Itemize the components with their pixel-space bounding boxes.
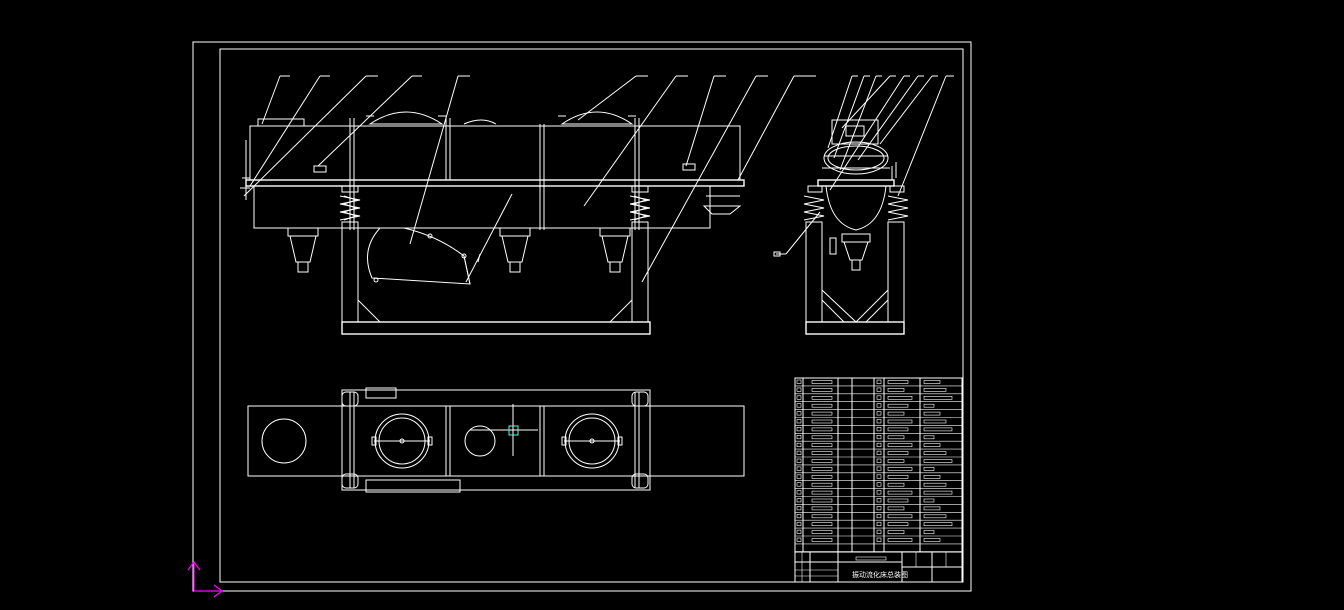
plan-outline [247,405,745,477]
spring-left [339,185,361,221]
leader-lines-front [243,75,816,283]
sheet-border [192,41,972,592]
spring-right [629,185,651,221]
parts-list-table [794,377,963,553]
drawing-title: 振动流化床总装图 [852,570,908,579]
plan-view [247,387,745,493]
front-elevation-view [240,75,816,335]
hopper-3 [599,227,631,273]
drawing-frame [219,48,964,583]
crosshair-cursor [470,404,538,456]
leader-lines-side [776,75,954,255]
hopper-2 [499,227,531,273]
side-elevation-view [773,75,954,335]
support-base [341,321,651,335]
title-block: 振动流化床总装图 [794,551,963,583]
hopper-1 [287,227,319,273]
ucs-icon [187,561,223,598]
base-rail [245,179,745,187]
vibration-motor [367,227,471,285]
side-drum [823,141,889,175]
